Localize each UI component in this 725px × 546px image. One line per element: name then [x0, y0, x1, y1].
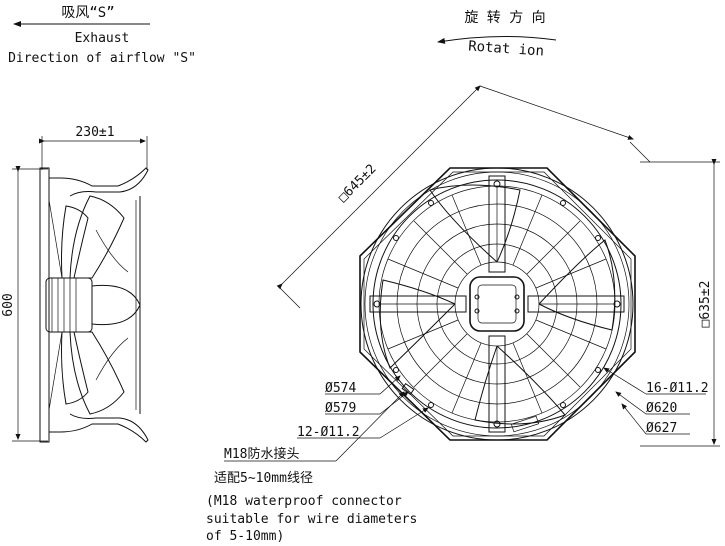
- connector-en-2: suitable for wire diameters: [206, 512, 417, 527]
- mounting-arm-top: [488, 175, 506, 273]
- rotation-label: 旋 转 方 向 Rotat ion: [437, 10, 557, 60]
- mounting-arm-bottom: [488, 335, 506, 433]
- holes-12: 12-Ø11.2: [297, 425, 360, 440]
- height-dim: 600: [1, 293, 16, 316]
- diag-dim-line: [276, 85, 481, 290]
- diag-dim: □645±2: [336, 162, 380, 206]
- ring-620: [364, 171, 630, 437]
- depth-dim: 230±1: [75, 125, 114, 140]
- connector-cn-1: M18防水接头: [224, 446, 299, 462]
- cable-connector: [401, 382, 415, 396]
- mounting-arm-right: [527, 295, 625, 313]
- dim-574: Ø574: [325, 381, 356, 396]
- rotation-en: Rotat ion: [468, 38, 545, 59]
- rotation-arrow: [437, 35, 557, 44]
- mounting-arm-left: [369, 295, 467, 313]
- bolt-holes: [373, 180, 621, 428]
- connector-note: M18防水接头 适配5~10mm线径 (M18 waterproof conne…: [206, 391, 417, 544]
- rotation-cn: 旋 转 方 向: [464, 10, 545, 26]
- blade: [69, 195, 125, 279]
- airflow-label: 吸风“S” Exhaust Direction of airflow "S": [8, 5, 196, 66]
- venturi-shroud: [49, 167, 149, 197]
- ring-627: [360, 167, 634, 441]
- blade: [69, 331, 125, 415]
- ring-579: [372, 179, 622, 429]
- impeller-blades: [379, 184, 616, 425]
- airflow-cn: 吸风“S”: [61, 5, 114, 21]
- connector-cn-2: 适配5~10mm线径: [214, 471, 313, 486]
- side-view: 230±1 600: [1, 125, 149, 443]
- dim-579: Ø579: [325, 401, 356, 416]
- dim-627: Ø627: [646, 421, 677, 436]
- airflow-en-exhaust: Exhaust: [75, 31, 130, 46]
- blade: [61, 205, 89, 279]
- flange-plate: [39, 167, 50, 443]
- nameplate: [510, 415, 540, 433]
- connector-en-3: of 5-10mm): [206, 529, 284, 544]
- holes-16: 16-Ø11.2: [646, 381, 709, 396]
- guard-wires: [379, 186, 615, 422]
- connector-en-1: (M18 waterproof connector: [206, 494, 402, 509]
- blade: [61, 331, 89, 405]
- square-dim: □635±2: [698, 281, 713, 328]
- airflow-en-direction: Direction of airflow "S": [8, 51, 196, 66]
- motor-hub: [469, 276, 525, 332]
- mounting-plate: [359, 167, 636, 441]
- front-view: □645±2 □635±2: [276, 85, 720, 447]
- motor-body: [45, 277, 93, 333]
- dim-620: Ø620: [646, 401, 677, 416]
